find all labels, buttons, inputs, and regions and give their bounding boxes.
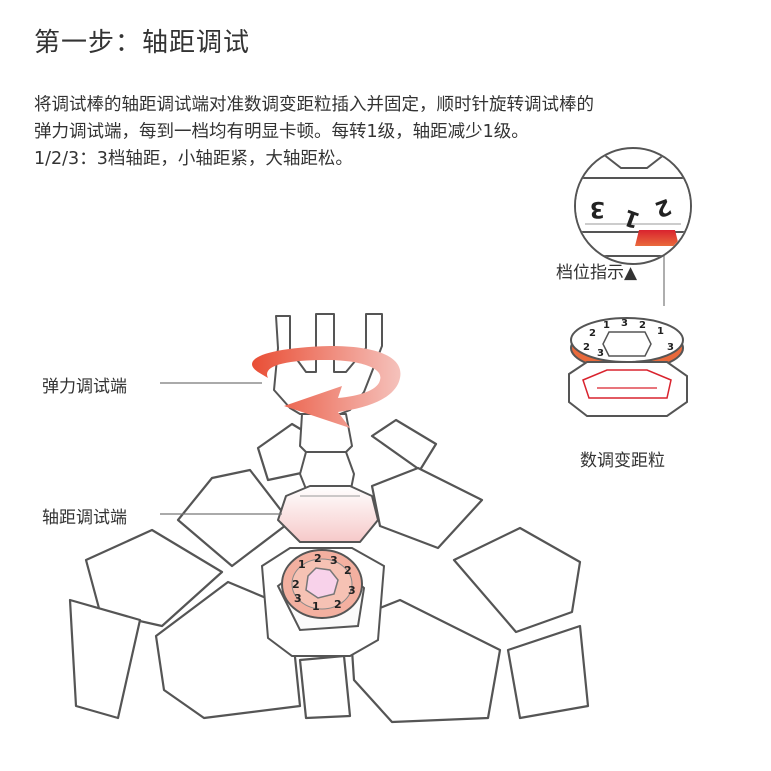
piece-number: 1 [657, 326, 664, 337]
dial-number: 3 [294, 592, 302, 605]
cube-piece [68, 598, 142, 720]
instruction-line-2: 弹力调试端，每到一档均有明显卡顿。每转1级，轴距减少1级。 [34, 122, 529, 142]
label-elastic-end: 弹力调试端 [42, 377, 127, 397]
piece-number: 2 [639, 320, 646, 331]
instruction-text: 将调试棒的轴距调试端对准数调变距粒插入并固定，顺时针旋转调试棒的 弹力调试端，每… [34, 92, 744, 173]
rotate-arrow-icon [251, 346, 401, 428]
cube-piece [348, 598, 502, 724]
dial-number: 2 [334, 598, 342, 611]
cube-piece [298, 654, 352, 720]
dial-number: 3 [348, 584, 356, 597]
cube-piece [176, 468, 292, 568]
piece-number: 1 [603, 320, 610, 331]
cube-piece [370, 418, 438, 472]
center-dial: 1 2 3 2 2 3 1 2 3 [281, 549, 363, 619]
cube-piece [452, 526, 582, 634]
cube-piece [370, 466, 484, 550]
indicator-number: 3 [590, 196, 605, 221]
dial-number: 3 [330, 554, 338, 567]
leader-lines [160, 252, 665, 515]
instruction-line-1: 将调试棒的轴距调试端对准数调变距粒插入并固定，顺时针旋转调试棒的 [34, 95, 594, 115]
piece-number: 3 [597, 348, 604, 359]
dial-number: 2 [292, 578, 300, 591]
dial-number: 1 [298, 558, 306, 571]
cube-piece [84, 528, 224, 628]
label-axis-end: 轴距调试端 [42, 508, 127, 528]
cube-piece [154, 580, 302, 720]
dial-number: 2 [314, 552, 322, 565]
piece-number: 3 [667, 342, 674, 353]
zoom-indicator: 3 1 2 [574, 147, 692, 265]
label-adjustable-piece: 数调变距粒 [580, 451, 665, 471]
axis-hex-head [277, 485, 379, 543]
adjustable-piece: 2 1 3 2 1 2 3 3 [568, 317, 688, 417]
label-gear-indicator: 档位指示▲ [556, 263, 638, 283]
cube-piece [506, 624, 590, 720]
dial-number: 1 [312, 600, 320, 613]
page-title: 第一步：轴距调试 [34, 28, 251, 58]
piece-number: 3 [621, 318, 628, 329]
cube-outline [68, 418, 590, 724]
dial-number: 2 [344, 564, 352, 577]
instruction-line-3: 1/2/3：3档轴距，小轴距紧，大轴距松。 [34, 149, 353, 169]
piece-number: 2 [589, 328, 596, 339]
elastic-fork [273, 313, 383, 415]
piece-number: 2 [583, 342, 590, 353]
